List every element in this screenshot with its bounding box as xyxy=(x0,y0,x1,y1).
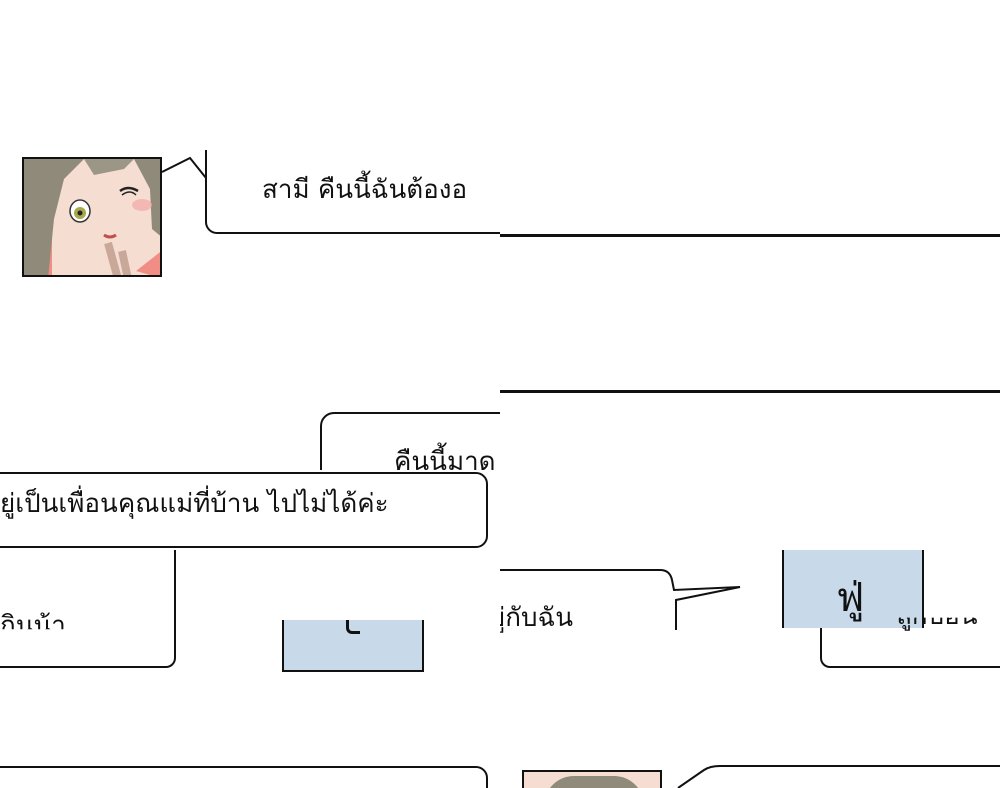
bubble-text-mid: คืนนี้มาด xyxy=(394,447,496,470)
speech-bubble-mid xyxy=(320,412,500,470)
speech-bubble-top xyxy=(205,150,500,234)
speech-bubble-bottom-right xyxy=(677,765,1000,788)
bubble-text-wide: ยู่เป็นเพื่อนคุณแม่ที่บ้าน ไปไม่ได้ค่ะ xyxy=(0,489,389,519)
cut-text-lower-left: กินน้า xyxy=(0,611,66,641)
panel-top-right xyxy=(500,0,1000,470)
sfx-box xyxy=(782,550,924,628)
bubble-text-lower-right: ยู่กับฉัน xyxy=(500,603,573,633)
sfx-fragment xyxy=(346,620,360,634)
panel-lower-right: ยู่กับฉัน ฟู่ ลูกบอน xyxy=(500,550,1000,788)
speech-bubble-lower-left xyxy=(0,550,176,668)
woman-winking-illustration xyxy=(24,159,160,275)
speech-bubble-right-edge xyxy=(820,628,1000,668)
character-portrait-woman xyxy=(22,157,162,277)
bubble-edge-line xyxy=(500,234,1000,237)
panel-border-line xyxy=(500,390,1000,393)
bubble-text-top: สามี คืนนี้ฉันต้องอ xyxy=(262,175,468,205)
sfx-box-lower-left xyxy=(282,620,424,672)
speech-bubble-lower-right xyxy=(500,569,741,630)
speech-bubble-wide xyxy=(0,472,488,548)
cut-text-right-edge: ลูกบอน xyxy=(896,601,978,631)
sfx-text: ฟู่ xyxy=(836,575,865,621)
character-portrait-bottom xyxy=(522,770,662,788)
speech-bubble-bottom-left xyxy=(0,766,488,788)
panel-top-left: สามี คืนนี้ฉันต้องอ คืนนี้มาด xyxy=(0,0,500,470)
speech-bubble-tail xyxy=(161,156,207,179)
panel-lower-left: กินน้า xyxy=(0,550,500,788)
panel-middle-strip: ยู่เป็นเพื่อนคุณแม่ที่บ้าน ไปไม่ได้ค่ะ xyxy=(0,470,500,550)
